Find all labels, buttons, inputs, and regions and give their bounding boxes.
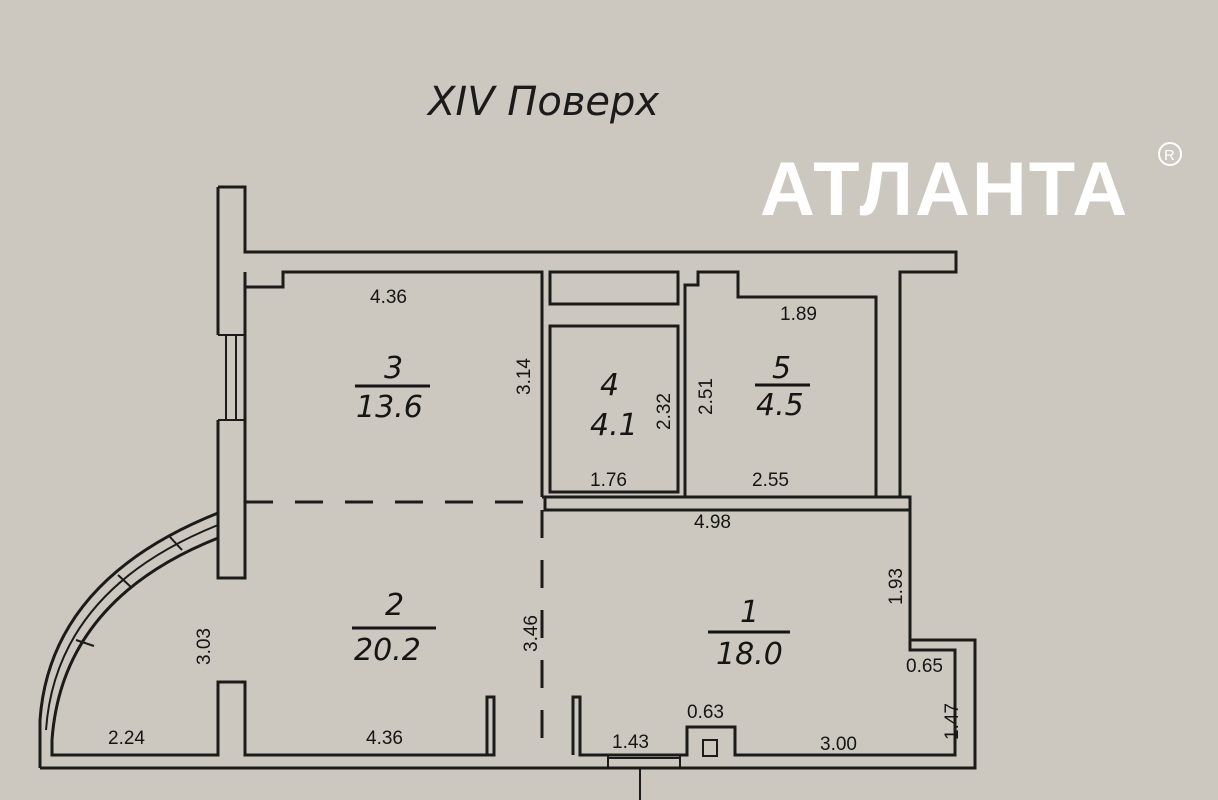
- dim-center-side: 3.46: [521, 615, 542, 652]
- dim-entrance: 1.43: [612, 732, 649, 753]
- dim-room5-top: 1.89: [780, 304, 817, 325]
- room-1-area: 18.0: [716, 637, 783, 672]
- room-2-number: 2: [385, 588, 404, 623]
- room-3-area: 13.6: [356, 390, 423, 425]
- floor-title: XIV Поверх: [426, 79, 659, 125]
- room-1-number: 1: [740, 595, 759, 630]
- dimension-labels: 4.36 3.14 1.76 2.32 1.89 2.55 2.51 4.98 …: [108, 287, 963, 755]
- room-4-area: 4.1: [590, 408, 638, 443]
- dim-column: 0.63: [687, 702, 724, 723]
- dim-room3-side: 3.14: [514, 358, 535, 395]
- dim-room2-side: 3.03: [194, 628, 215, 665]
- dim-room4-bottom: 1.76: [590, 470, 627, 491]
- watermark: АТЛАНТА R: [760, 142, 1182, 232]
- dim-room1-top: 4.98: [694, 512, 731, 533]
- dim-bottom-left: 2.24: [108, 728, 145, 749]
- dim-room1-side: 1.93: [886, 568, 907, 605]
- room-2-area: 20.2: [354, 633, 421, 668]
- dim-room5-side: 2.51: [696, 378, 717, 415]
- room-labels: 3 13.6 4 4.1 5 4.5 2 20.2 1 18.0: [352, 351, 810, 672]
- watermark-text: АТЛАНТА: [760, 147, 1129, 232]
- room-3-number: 3: [384, 351, 403, 386]
- dim-bottom-right: 3.00: [820, 734, 857, 755]
- room-5-area: 4.5: [756, 388, 804, 423]
- room-5-number: 5: [772, 351, 791, 386]
- dim-room4-side: 2.32: [654, 393, 675, 430]
- dim-room1-niche: 0.65: [906, 656, 943, 677]
- walls: [38, 185, 977, 800]
- dim-room1-lower-side: 1.47: [942, 703, 963, 740]
- dim-room5-bottom: 2.55: [752, 470, 789, 491]
- dim-bottom-mid: 4.36: [366, 728, 403, 749]
- dim-room3-top: 4.36: [370, 287, 407, 308]
- room-4-number: 4: [600, 368, 619, 403]
- registered-mark-icon: R: [1164, 147, 1175, 164]
